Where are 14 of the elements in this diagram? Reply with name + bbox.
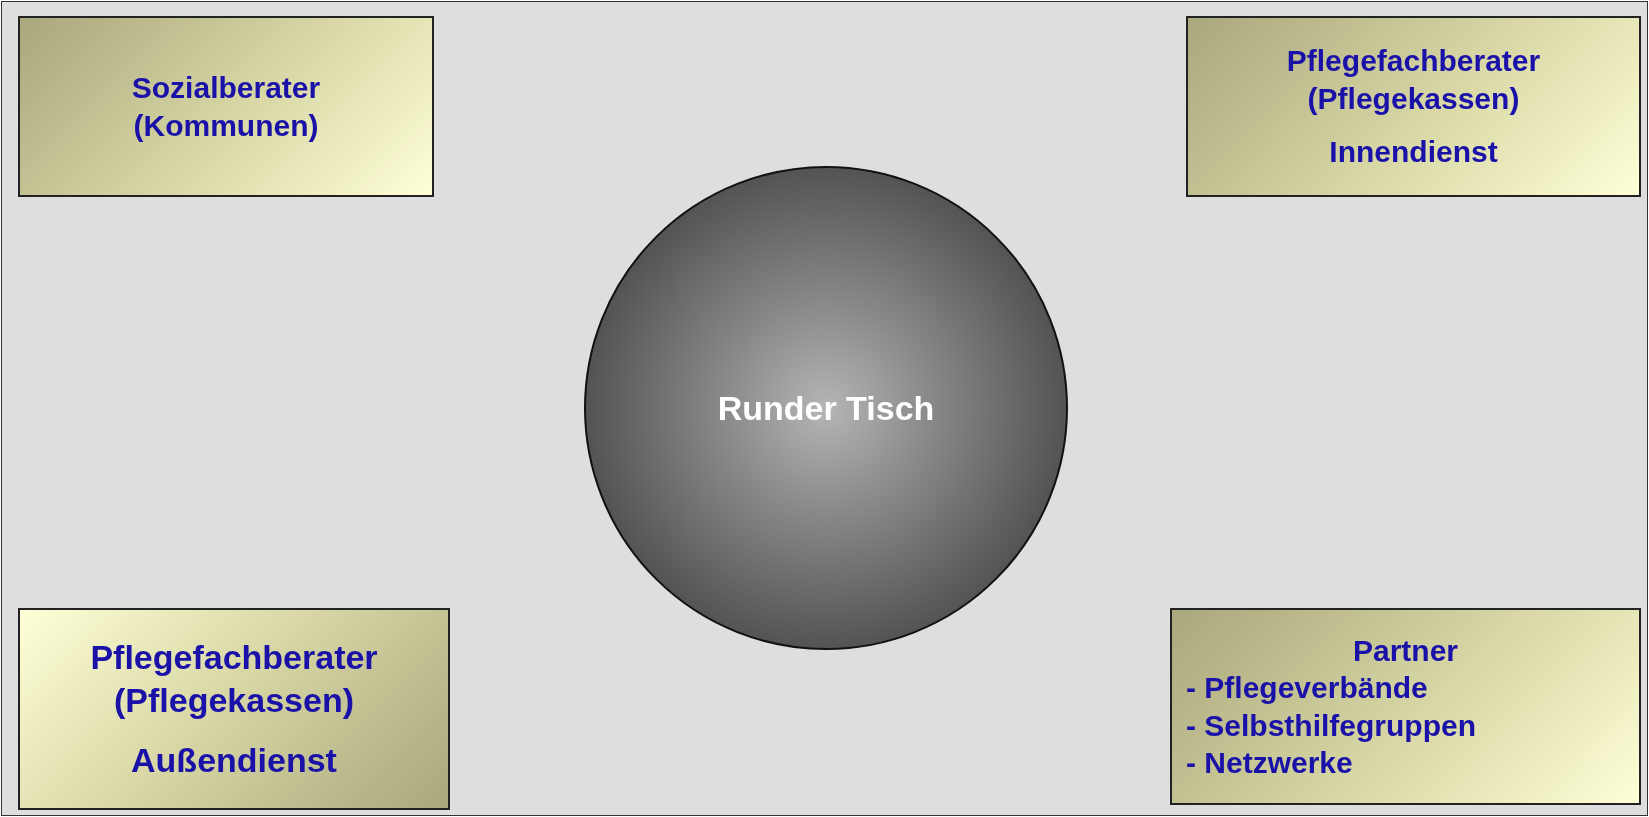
role-box [18,608,450,810]
partner-box [1170,608,1641,805]
box-heading: Pflegefachberater (Pflegekassen) [89,637,379,721]
box-subheading: Innendienst [1329,134,1498,171]
circle-label: Runder Tisch [717,387,935,429]
list-item: - Selbsthilfegruppen [1186,707,1476,744]
list-item: - Pflegeverbände [1186,670,1428,706]
list-item: - Netzwerke [1186,745,1353,781]
box-heading: Partner [1352,632,1458,669]
role-box [18,16,434,197]
box-heading: Sozialberater (Kommunen) [130,70,322,144]
box-heading: Pflegefachberater (Pflegekassen) [1285,43,1542,117]
role-box [1186,16,1641,197]
box-subheading: Außendienst [131,740,337,782]
